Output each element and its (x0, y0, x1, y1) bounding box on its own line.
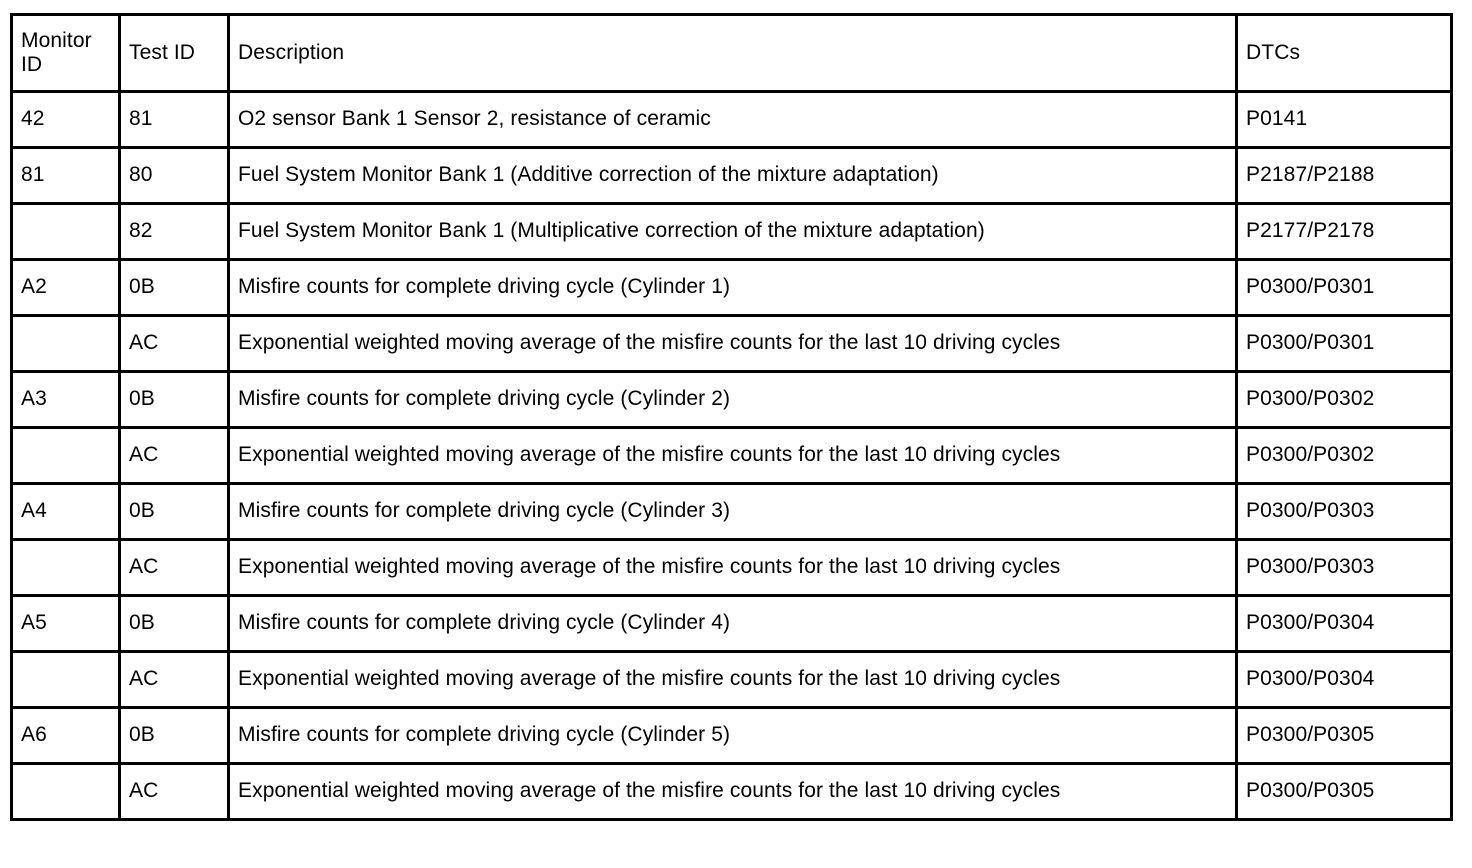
cell-description: Exponential weighted moving average of t… (227, 650, 1238, 709)
cell-description: Exponential weighted moving average of t… (227, 762, 1238, 821)
cell-description: Fuel System Monitor Bank 1 (Additive cor… (227, 146, 1238, 205)
cell-dtcs: P0300/P0303 (1235, 538, 1453, 597)
cell-dtcs: P0300/P0305 (1235, 706, 1453, 765)
column-header-monitor-id-line1: Monitor (21, 28, 92, 52)
cell-monitor_id (10, 762, 121, 821)
cell-description: Fuel System Monitor Bank 1 (Multiplicati… (227, 202, 1238, 261)
cell-monitor_id: A4 (10, 482, 121, 541)
column-header-test-id: Test ID (118, 13, 230, 93)
cell-description: Misfire counts for complete driving cycl… (227, 370, 1238, 429)
cell-monitor_id (10, 202, 121, 261)
cell-description: Misfire counts for complete driving cycl… (227, 482, 1238, 541)
cell-monitor_id: A5 (10, 594, 121, 653)
table-header-row: Monitor ID Test ID Description DTCs (10, 13, 1453, 93)
cell-monitor_id: 42 (10, 90, 121, 149)
cell-dtcs: P2187/P2188 (1235, 146, 1453, 205)
cell-test_id: 82 (118, 202, 230, 261)
cell-description: Misfire counts for complete driving cycl… (227, 258, 1238, 317)
cell-dtcs: P2177/P2178 (1235, 202, 1453, 261)
cell-test_id: 0B (118, 258, 230, 317)
cell-test_id: AC (118, 650, 230, 709)
cell-description: O2 sensor Bank 1 Sensor 2, resistance of… (227, 90, 1238, 149)
cell-dtcs: P0300/P0301 (1235, 314, 1453, 373)
cell-dtcs: P0300/P0302 (1235, 370, 1453, 429)
cell-test_id: AC (118, 762, 230, 821)
cell-test_id: AC (118, 426, 230, 485)
cell-test_id: 0B (118, 706, 230, 765)
cell-test_id: 80 (118, 146, 230, 205)
cell-monitor_id: A2 (10, 258, 121, 317)
cell-dtcs: P0300/P0305 (1235, 762, 1453, 821)
cell-monitor_id (10, 650, 121, 709)
cell-monitor_id: A3 (10, 370, 121, 429)
cell-dtcs: P0300/P0302 (1235, 426, 1453, 485)
column-header-monitor-id-line2: ID (21, 53, 43, 76)
cell-dtcs: P0300/P0303 (1235, 482, 1453, 541)
cell-dtcs: P0300/P0304 (1235, 594, 1453, 653)
cell-test_id: AC (118, 538, 230, 597)
cell-test_id: 81 (118, 90, 230, 149)
cell-test_id: 0B (118, 482, 230, 541)
cell-description: Exponential weighted moving average of t… (227, 314, 1238, 373)
cell-dtcs: P0300/P0304 (1235, 650, 1453, 709)
cell-description: Misfire counts for complete driving cycl… (227, 594, 1238, 653)
cell-test_id: AC (118, 314, 230, 373)
column-header-description: Description (227, 13, 1238, 93)
cell-monitor_id (10, 426, 121, 485)
cell-dtcs: P0300/P0301 (1235, 258, 1453, 317)
cell-description: Misfire counts for complete driving cycl… (227, 706, 1238, 765)
column-header-dtcs: DTCs (1235, 13, 1453, 93)
cell-monitor_id: 81 (10, 146, 121, 205)
cell-monitor_id: A6 (10, 706, 121, 765)
table-header: Monitor ID Test ID Description DTCs (10, 13, 1453, 93)
cell-description: Exponential weighted moving average of t… (227, 426, 1238, 485)
cell-monitor_id (10, 314, 121, 373)
cell-monitor_id (10, 538, 121, 597)
column-header-monitor-id: Monitor ID (10, 13, 121, 93)
cell-test_id: 0B (118, 370, 230, 429)
cell-test_id: 0B (118, 594, 230, 653)
cell-description: Exponential weighted moving average of t… (227, 538, 1238, 597)
cell-dtcs: P0141 (1235, 90, 1453, 149)
